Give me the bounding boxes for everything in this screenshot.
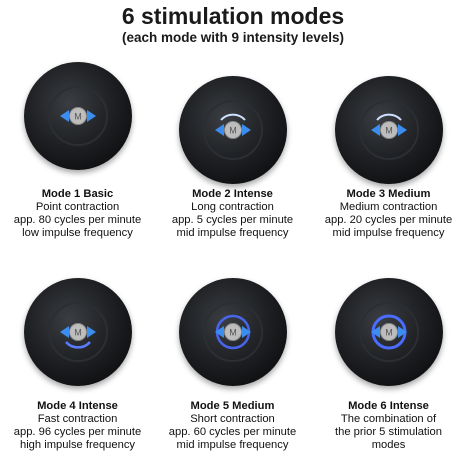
mode-button [223, 323, 242, 341]
mode-button-label: M [74, 112, 82, 122]
mode-name: Mode 5 Medium [190, 400, 275, 412]
device-controls: M [358, 100, 419, 160]
mode-line: app. 60 cycles per minute [168, 426, 297, 438]
mode-line: Point contraction [35, 201, 120, 213]
mode-name: Mode 1 Basic [41, 188, 114, 200]
mode-line: app. 96 cycles per minute [13, 426, 142, 438]
mode-line: mid impulse frequency [176, 439, 289, 451]
mode-card: M Mode 5 Medium Short contraction app. 6… [155, 268, 310, 464]
mode-button [379, 121, 398, 139]
mode-line: low impulse frequency [22, 227, 133, 239]
mode-caption: Mode 5 Medium Short contraction app. 60 … [155, 400, 310, 452]
mode-line: mid impulse frequency [176, 227, 289, 239]
mode-caption: Mode 1 Basic Point contraction app. 80 c… [0, 188, 155, 240]
mode-button-label: M [385, 126, 393, 136]
right-arrow-icon [241, 124, 251, 136]
page-title: 6 stimulation modes [121, 3, 345, 29]
device-controls: M [47, 302, 108, 362]
page-subtitle: (each mode with 9 intensity levels) [121, 30, 345, 45]
mode-caption: Mode 2 Intense Long contraction app. 5 c… [155, 188, 310, 240]
mode-card: M Mode 1 Basic Point contraction app. 80… [0, 52, 155, 252]
mode-button-label: M [229, 126, 237, 136]
mode-line: app. 80 cycles per minute [13, 214, 142, 226]
mode-button-label: M [74, 328, 82, 338]
mode-line: high impulse frequency [19, 439, 136, 451]
left-arrow-icon [59, 326, 69, 338]
device-controls: M [202, 100, 263, 160]
right-arrow-icon [86, 326, 96, 338]
right-arrow-icon [397, 326, 407, 338]
mode-line: Short contraction [190, 413, 275, 425]
mode-name: Mode 4 Intense [37, 400, 118, 412]
mode-card: M Mode 2 Intense Long contraction app. 5… [155, 52, 310, 252]
mode-caption: Mode 6 Intense The combination of the pr… [311, 400, 466, 452]
mode-name: Mode 2 Intense [192, 188, 273, 200]
right-arrow-icon [397, 124, 407, 136]
mode-button [68, 107, 87, 125]
stimulator-device: M [23, 62, 132, 170]
mode-card: M Mode 6 Intense The combination of the … [311, 268, 466, 464]
mode-line: Fast contraction [37, 413, 118, 425]
stimulator-device: M [334, 278, 443, 386]
mode-button [223, 121, 242, 139]
mode-caption: Mode 4 Intense Fast contraction app. 96 … [0, 400, 155, 452]
device-controls: M [358, 302, 419, 362]
mode-line: the prior 5 stimulation [335, 426, 442, 438]
mode-button-label: M [385, 328, 393, 338]
mode-button [68, 323, 87, 341]
indicator-arc-icon [219, 113, 246, 121]
device-controls: M [202, 302, 263, 362]
mode-line: modes [371, 439, 406, 451]
mode-line: Medium contraction [339, 201, 438, 213]
left-arrow-icon [59, 110, 69, 122]
mode-line: The combination of [340, 413, 437, 425]
right-arrow-icon [241, 326, 251, 338]
mode-line: mid impulse frequency [332, 227, 445, 239]
indicator-arc-icon [375, 113, 402, 121]
mode-name: Mode 3 Medium [346, 188, 431, 200]
mode-name: Mode 6 Intense [348, 400, 429, 412]
mode-card: M Mode 4 Intense Fast contraction app. 9… [0, 268, 155, 464]
left-arrow-icon [214, 124, 224, 136]
indicator-arc-icon [64, 341, 91, 349]
stimulator-device: M [178, 278, 287, 386]
left-arrow-icon [370, 326, 380, 338]
mode-line: app. 20 cycles per minute [324, 214, 453, 226]
left-arrow-icon [370, 124, 380, 136]
device-controls: M [47, 86, 108, 146]
stimulator-device: M [178, 76, 287, 184]
mode-line: app. 5 cycles per minute [171, 214, 294, 226]
mode-card: M Mode 3 Medium Medium contraction app. … [311, 52, 466, 252]
stimulator-device: M [23, 278, 132, 386]
mode-button [379, 323, 398, 341]
mode-button-label: M [229, 328, 237, 338]
stimulator-device: M [334, 76, 443, 184]
right-arrow-icon [86, 110, 96, 122]
left-arrow-icon [214, 326, 224, 338]
mode-caption: Mode 3 Medium Medium contraction app. 20… [311, 188, 466, 240]
mode-line: Long contraction [191, 201, 274, 213]
